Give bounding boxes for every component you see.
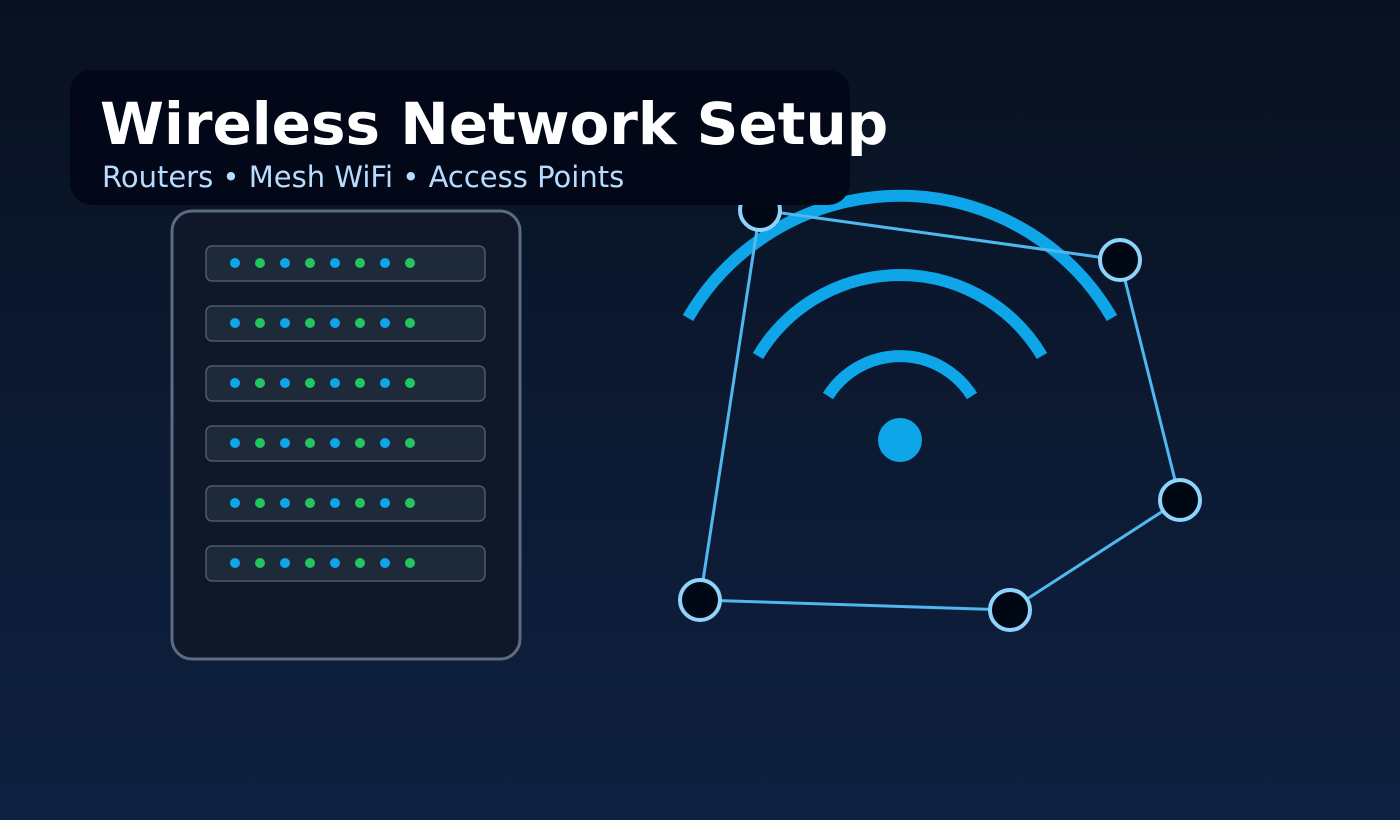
status-led: [380, 558, 390, 568]
status-led: [405, 258, 415, 268]
rack-slot: [205, 425, 486, 462]
title-card: Wireless Network Setup Routers • Mesh Wi…: [70, 70, 889, 205]
status-led: [280, 558, 290, 568]
mesh-link: [698, 209, 762, 601]
status-led: [230, 558, 240, 568]
mesh-node-icon: [678, 578, 722, 622]
status-led: [330, 498, 340, 508]
mesh-network: [678, 188, 1202, 632]
status-led: [330, 378, 340, 388]
status-led: [380, 498, 390, 508]
status-led: [355, 498, 365, 508]
status-led: [380, 258, 390, 268]
wifi-arc-outer: [682, 189, 1118, 322]
status-led: [330, 558, 340, 568]
page-subtitle: Routers • Mesh WiFi • Access Points: [102, 160, 625, 194]
status-led: [405, 558, 415, 568]
status-led: [255, 498, 265, 508]
wifi-arc-middle: [752, 269, 1048, 360]
status-led: [255, 558, 265, 568]
wifi-arc-inner: [822, 350, 978, 400]
mesh-nodes: [678, 188, 1202, 632]
status-led: [230, 258, 240, 268]
status-led: [230, 498, 240, 508]
status-led: [380, 438, 390, 448]
status-led: [230, 378, 240, 388]
status-led: [230, 438, 240, 448]
status-led: [330, 318, 340, 328]
mesh-links: [698, 208, 1182, 612]
status-led: [405, 438, 415, 448]
rack-slot: [205, 365, 486, 402]
status-led: [355, 438, 365, 448]
status-led: [280, 258, 290, 268]
status-led: [405, 498, 415, 508]
wifi-dot: [878, 418, 922, 462]
status-led: [380, 378, 390, 388]
status-led: [255, 378, 265, 388]
mesh-node-icon: [988, 588, 1032, 632]
status-led: [330, 438, 340, 448]
status-led: [305, 378, 315, 388]
status-led: [355, 558, 365, 568]
mesh-link: [1009, 498, 1181, 612]
status-led: [280, 378, 290, 388]
status-led: [305, 318, 315, 328]
status-led: [230, 318, 240, 328]
mesh-link: [699, 598, 1011, 612]
status-led: [380, 318, 390, 328]
status-led: [255, 258, 265, 268]
server-rack-icon: [170, 209, 522, 661]
status-led: [355, 258, 365, 268]
mesh-node-icon: [1158, 478, 1202, 522]
status-led: [355, 318, 365, 328]
rack-slot: [205, 545, 486, 582]
status-led: [355, 378, 365, 388]
wifi-signal-icon: [682, 189, 1118, 462]
mesh-node-icon: [1098, 238, 1142, 282]
status-led: [280, 498, 290, 508]
server-rack-slots: [205, 245, 486, 582]
rack-slot: [205, 245, 486, 282]
status-led: [330, 258, 340, 268]
status-led: [305, 438, 315, 448]
status-led: [280, 438, 290, 448]
mesh-link: [759, 208, 1121, 262]
status-led: [305, 258, 315, 268]
status-led: [280, 318, 290, 328]
rack-slot: [205, 485, 486, 522]
status-led: [405, 378, 415, 388]
status-led: [405, 318, 415, 328]
mesh-link: [1118, 259, 1182, 501]
status-led: [305, 498, 315, 508]
status-led: [305, 558, 315, 568]
rack-slot: [205, 305, 486, 342]
page-title: Wireless Network Setup: [100, 90, 889, 158]
status-led: [255, 318, 265, 328]
status-led: [255, 438, 265, 448]
